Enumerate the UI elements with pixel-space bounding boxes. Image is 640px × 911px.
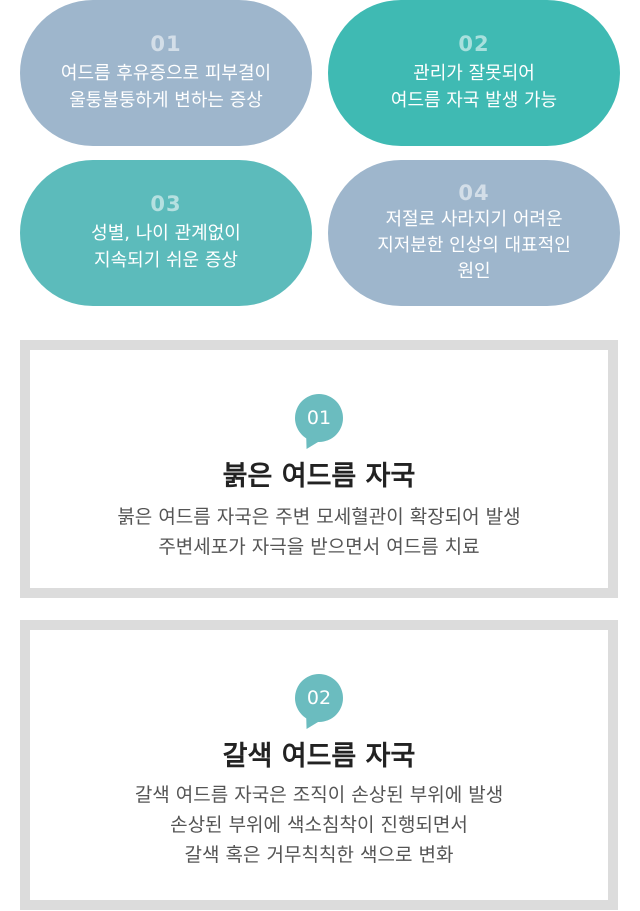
info-pill-03: 03 성별, 나이 관계없이 지속되기 쉬운 증상 bbox=[20, 160, 312, 306]
pill-number: 02 bbox=[458, 32, 490, 56]
pill-text-line: 여드름 자국 발생 가능 bbox=[390, 90, 558, 111]
info-pill-01: 01 여드름 후유증으로 피부결이 울퉁불퉁하게 변하는 증상 bbox=[20, 0, 312, 146]
pill-text-line: 울퉁불퉁하게 변하는 증상 bbox=[69, 90, 263, 111]
pill-number: 04 bbox=[458, 181, 490, 205]
speech-bubble-badge: 01 bbox=[295, 394, 343, 442]
card-title: 붉은 여드름 자국 bbox=[222, 461, 416, 492]
description-line: 붉은 여드름 자국은 주변 모세혈관이 확장되어 발생 bbox=[117, 506, 521, 528]
description-line: 갈색 여드름 자국은 조직이 손상된 부위에 발생 bbox=[134, 784, 504, 806]
info-pill-04: 04 저절로 사라지기 어려운 지저분한 인상의 대표적인 원인 bbox=[328, 160, 620, 306]
pill-text-line: 원인 bbox=[457, 261, 491, 282]
info-pill-02: 02 관리가 잘못되어 여드름 자국 발생 가능 bbox=[328, 0, 620, 146]
pill-text-line: 여드름 후유증으로 피부결이 bbox=[60, 63, 272, 84]
description-line: 손상된 부위에 색소침착이 진행되면서 bbox=[170, 814, 468, 836]
brown-acne-scar-card: 02 갈색 여드름 자국 갈색 여드름 자국은 조직이 손상된 부위에 발생 손… bbox=[20, 620, 618, 910]
pill-text-line: 지속되기 쉬운 증상 bbox=[94, 250, 238, 271]
description-line: 갈색 혹은 거무칙칙한 색으로 변화 bbox=[184, 844, 454, 866]
description-line: 주변세포가 자극을 받으면서 여드름 치료 bbox=[158, 536, 480, 558]
pill-number: 03 bbox=[150, 192, 182, 216]
pill-text-line: 관리가 잘못되어 bbox=[413, 63, 535, 84]
card-title: 갈색 여드름 자국 bbox=[222, 741, 416, 772]
pill-text-line: 저절로 사라지기 어려운 bbox=[385, 209, 563, 230]
pill-number: 01 bbox=[150, 32, 182, 56]
pill-text-line: 성별, 나이 관계없이 bbox=[91, 223, 241, 244]
pill-text-line: 지저분한 인상의 대표적인 bbox=[377, 235, 571, 256]
red-acne-scar-card: 01 붉은 여드름 자국 붉은 여드름 자국은 주변 모세혈관이 확장되어 발생… bbox=[20, 340, 618, 598]
card-description: 갈색 여드름 자국은 조직이 손상된 부위에 발생 손상된 부위에 색소침착이 … bbox=[30, 780, 608, 870]
card-description: 붉은 여드름 자국은 주변 모세혈관이 확장되어 발생 주변세포가 자극을 받으… bbox=[30, 502, 608, 562]
speech-bubble-badge: 02 bbox=[295, 674, 343, 722]
